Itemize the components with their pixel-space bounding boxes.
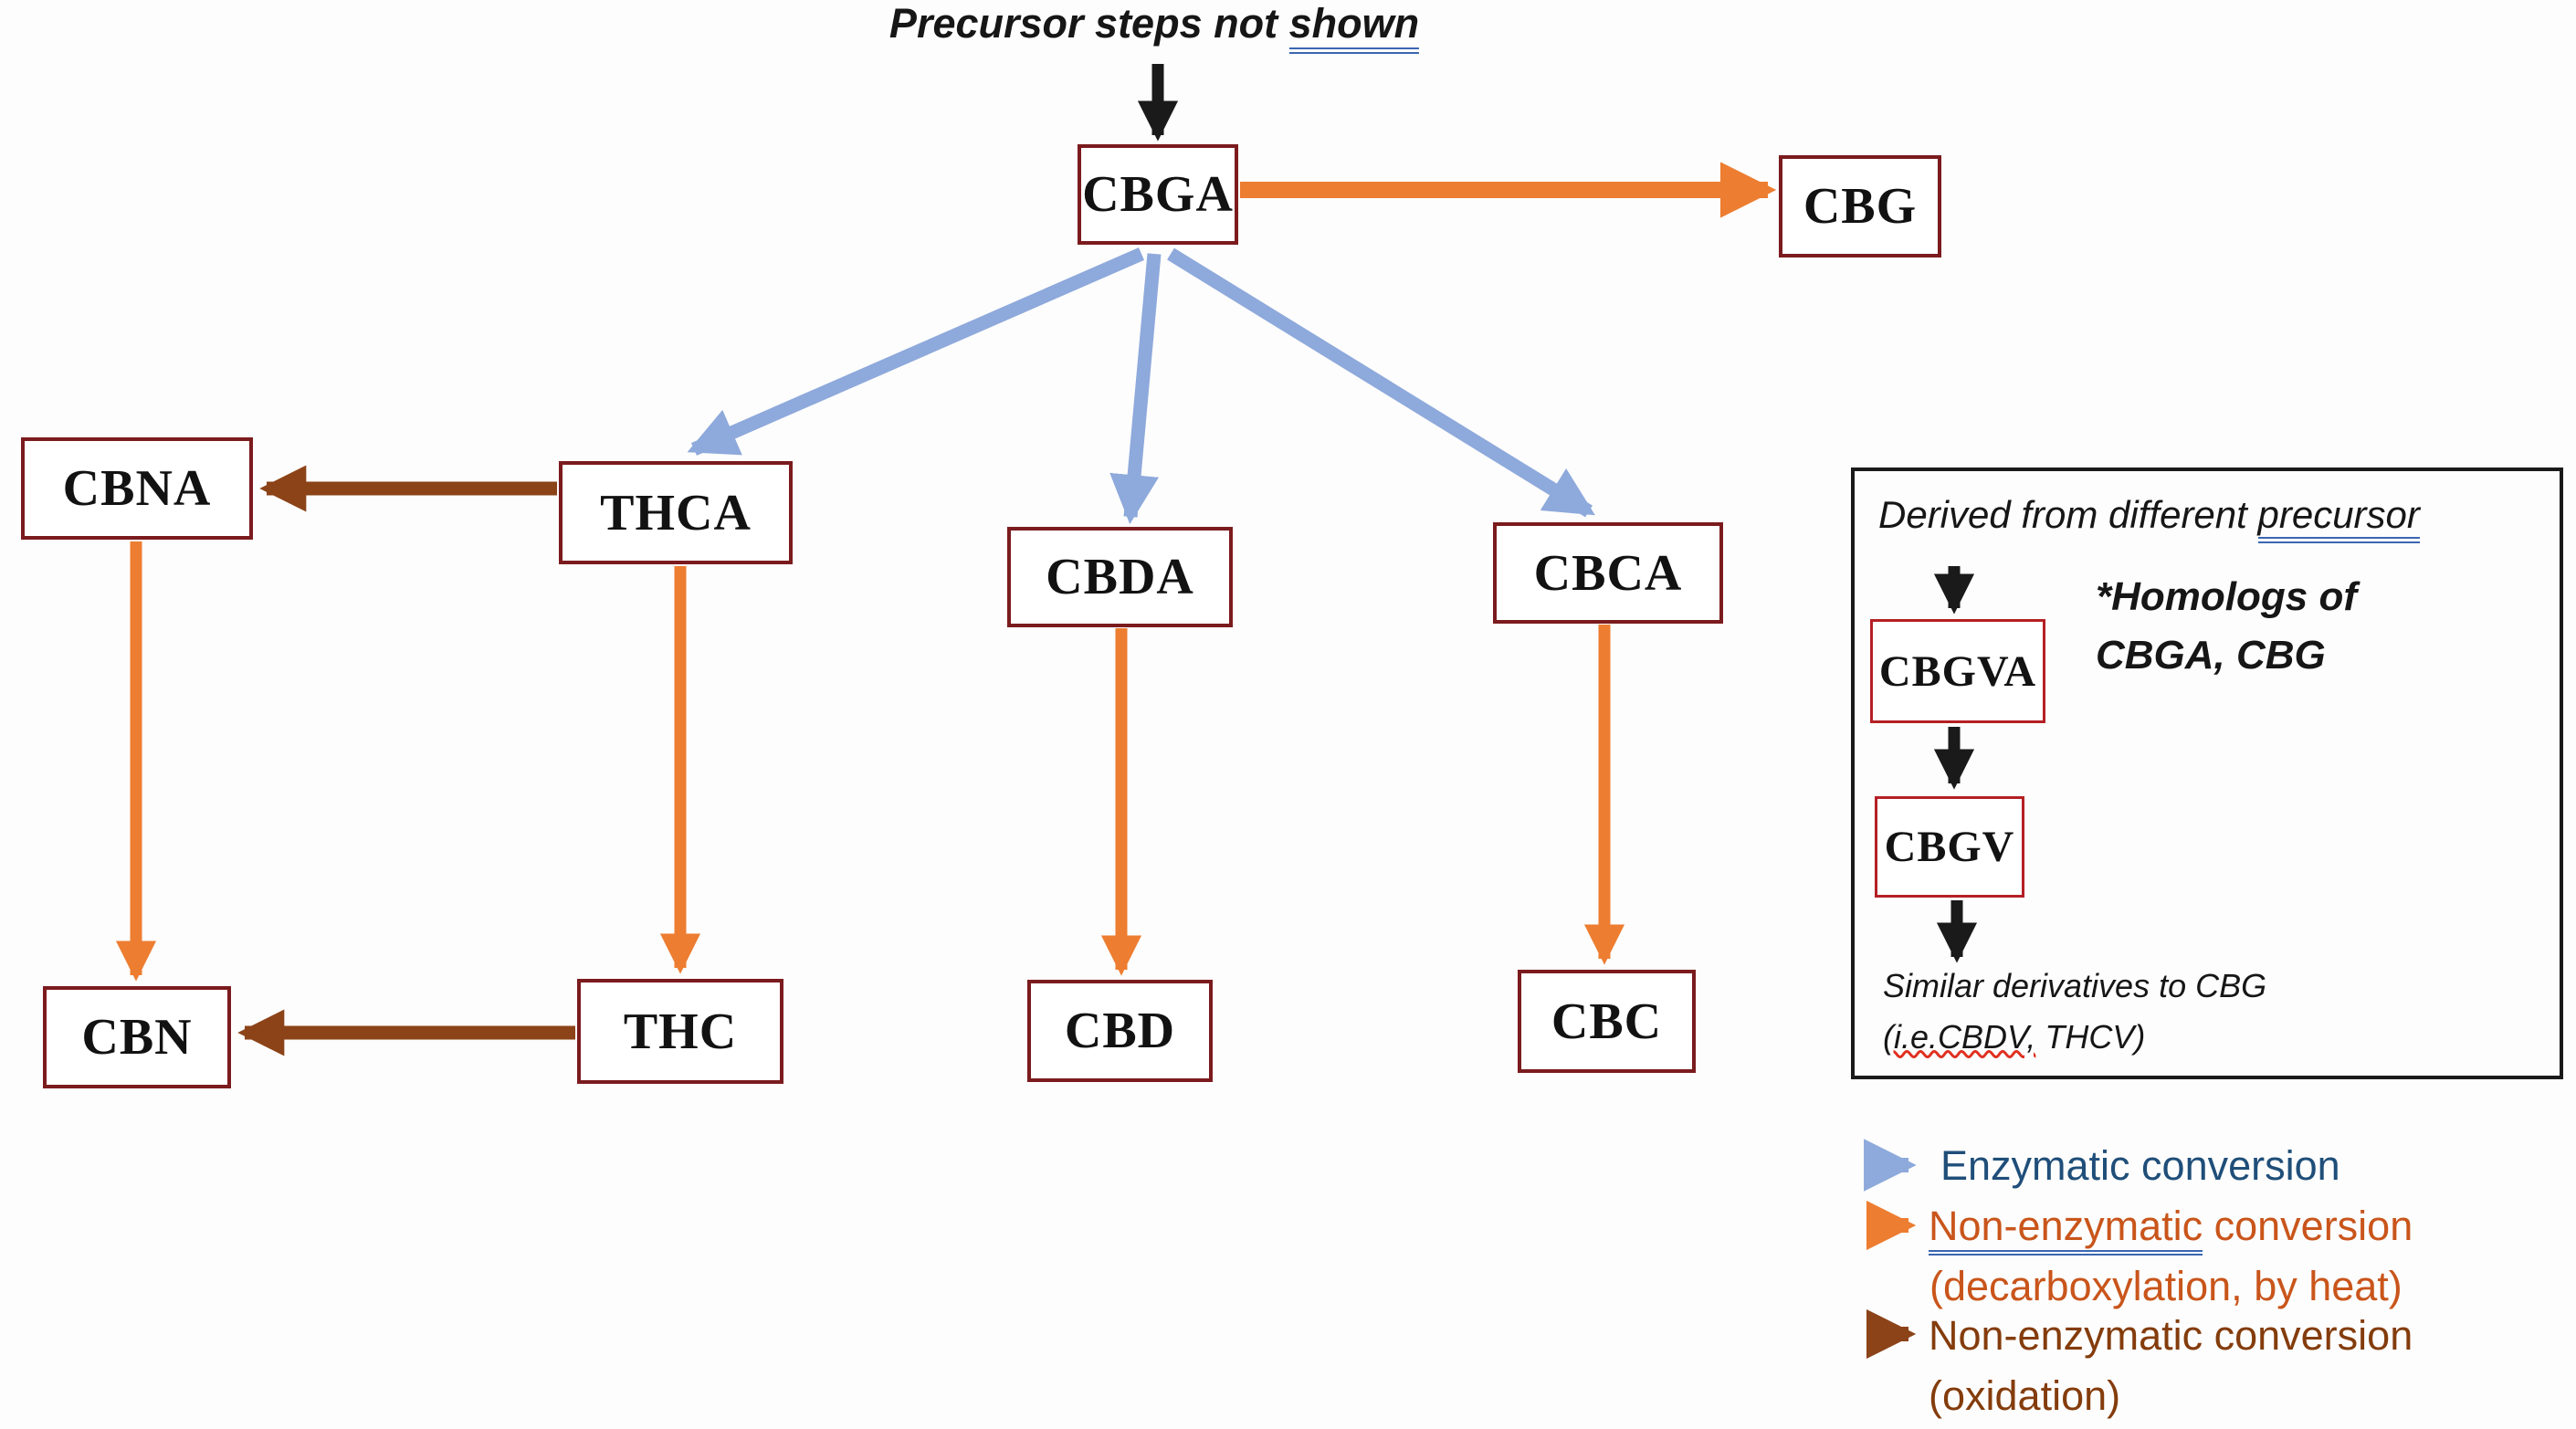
node-cbn: CBN [43,986,231,1088]
arrow-enzymatic-cbga-thca [687,247,1145,456]
legend-heat-label-rest: conversion [2203,1203,2413,1249]
node-cbda-label: CBDA [1046,549,1194,605]
node-thca-label: THCA [600,484,752,541]
node-cbgva: CBGVA [1870,619,2045,723]
homologs-note: *Homologs of CBGA, CBG [2096,568,2357,685]
node-cbd: CBD [1027,980,1213,1082]
legend-heat-sublabel: (decarboxylation, by heat) [1929,1263,2403,1309]
node-cbga: CBGA [1078,144,1238,245]
node-cbna-label: CBNA [62,460,212,517]
node-cbca-label: CBCA [1533,544,1683,602]
diagram-title-underlined-word: shown [1288,0,1420,54]
homologs-panel-title-underlined-word: precursor [2257,493,2420,543]
homologs-note-line2: CBGA, CBG [2096,633,2326,678]
diagram-title-text: Precursor steps not [888,0,1289,47]
node-cbna: CBNA [21,437,253,540]
diagram-title: Precursor steps not shown [888,0,1420,54]
homologs-panel-title: Derived from different precursor [1878,493,2420,543]
node-thc-label: THC [623,1003,738,1060]
legend-oxidation-label: Non-enzymatic conversion [1929,1312,2413,1359]
arrow-enzymatic-cbga-cbda [1109,253,1162,525]
derivatives-note-line2: (i.e.CBDV, THCV) [1883,1012,2266,1063]
homologs-panel [1851,468,2563,1079]
node-cbc: CBC [1518,970,1696,1073]
legend-enzymatic-label: Enzymatic conversion [1940,1142,2340,1189]
derivatives-note-squiggly-text: (i.e.CBDV, [1883,1018,2036,1056]
node-cbg: CBG [1779,155,1941,257]
node-cbc-label: CBC [1551,993,1663,1050]
homologs-panel-title-text: Derived from different [1878,493,2258,536]
homologs-note-line1: *Homologs of [2096,574,2357,619]
node-cbga-label: CBGA [1082,166,1234,223]
legend-heat-label: Non-enzymatic conversion [1929,1198,2413,1256]
node-cbgv: CBGV [1875,796,2024,898]
derivatives-note: Similar derivatives to CBG (i.e.CBDV, TH… [1883,961,2266,1063]
node-thca: THCA [559,461,793,564]
arrow-enzymatic-cbga-cbca [1167,247,1595,518]
node-cbn-label: CBN [81,1009,193,1066]
node-cbg-label: CBG [1803,178,1918,235]
node-cbda: CBDA [1007,527,1233,627]
derivatives-note-line2-rest: THCV) [2035,1018,2146,1056]
node-cbca: CBCA [1493,522,1723,624]
node-thc: THC [577,979,783,1084]
derivatives-note-line1: Similar derivatives to CBG [1883,967,2267,1004]
node-cbgv-label: CBGV [1884,823,2015,871]
legend-oxidation-sublabel: (oxidation) [1929,1372,2121,1419]
node-cbd-label: CBD [1064,1003,1176,1059]
legend-heat-label-underlined: Non-enzymatic [1929,1203,2203,1256]
node-cbgva-label: CBGVA [1878,646,2037,696]
